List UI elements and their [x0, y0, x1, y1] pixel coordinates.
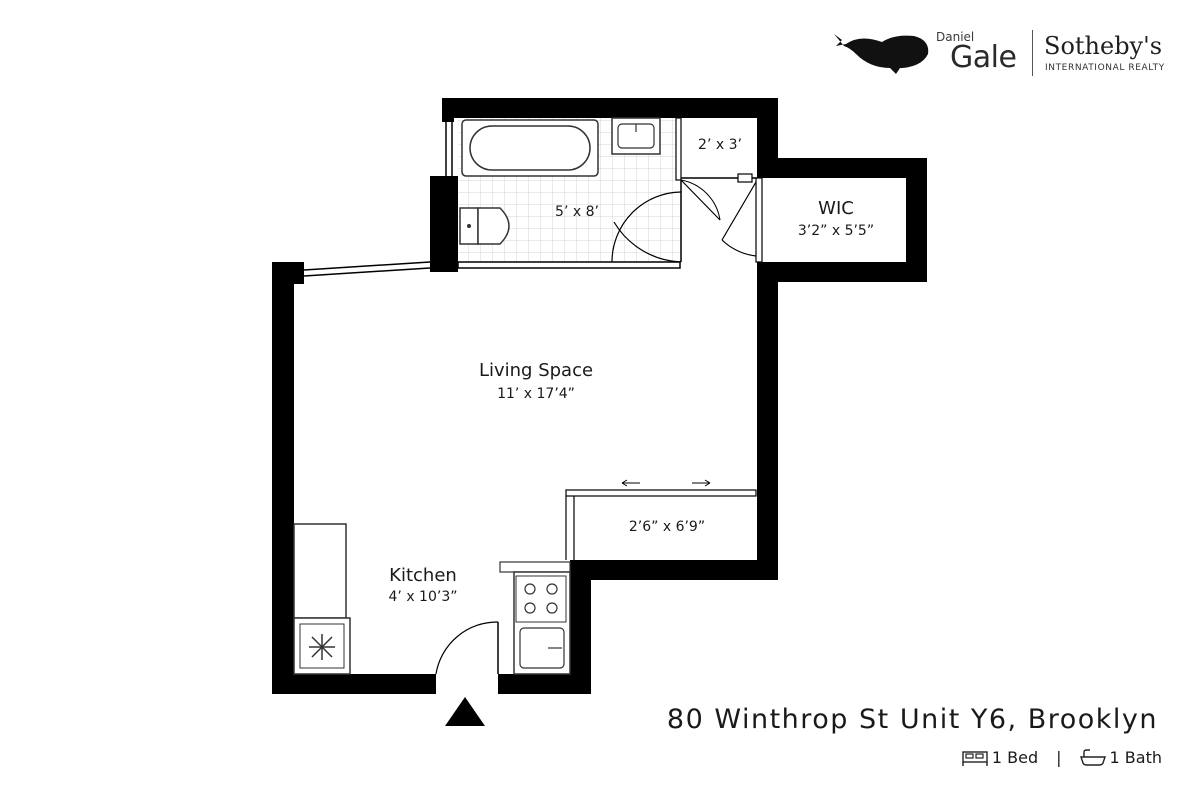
- fan-icon: [309, 634, 335, 660]
- logo-separator: [1032, 30, 1033, 76]
- kitchen-dimensions: 4’ x 10’3”: [389, 589, 458, 605]
- bath-window: [445, 122, 453, 176]
- kitchen-name: Kitchen: [389, 565, 457, 586]
- baths-count: 1 Bath: [1109, 748, 1162, 767]
- closet-door: [680, 173, 753, 221]
- bath-partition: [457, 261, 681, 269]
- wic-door: [721, 177, 763, 263]
- logo-international-realty: INTERNATIONAL REALTY: [1045, 63, 1165, 73]
- bed-icon: [962, 750, 988, 766]
- storage-dimensions: 2’6” x 6’9”: [629, 519, 705, 535]
- whale-icon: [834, 34, 929, 74]
- kitchen-appliances: [499, 561, 571, 675]
- listing-summary: 1 Bed | 1 Bath: [962, 748, 1162, 767]
- entry-door: [435, 621, 499, 675]
- summary-divider: |: [1056, 748, 1062, 767]
- storage-slider: [565, 479, 757, 560]
- brand-logo: Daniel Gale Sotheby's INTERNATIONAL REAL…: [830, 24, 1170, 80]
- toilet: [459, 207, 510, 245]
- beds-count: 1 Bed: [991, 748, 1039, 767]
- bathtub: [461, 119, 599, 177]
- bath-sink: [611, 117, 661, 155]
- walls: [272, 98, 927, 694]
- kitchen-counter: [293, 523, 351, 675]
- window: [303, 261, 431, 277]
- logo-sothebys: Sotheby's: [1044, 32, 1163, 60]
- logo-gale: Gale: [950, 40, 1017, 75]
- bathtub-icon: [1079, 748, 1106, 766]
- closet-dimensions: 2’ x 3’: [698, 137, 742, 153]
- living-dimensions: 11’ x 17’4”: [497, 386, 575, 402]
- bath-door: [611, 180, 682, 263]
- entry-arrow-icon: [445, 697, 485, 726]
- wic-dimensions: 3’2” x 5’5”: [798, 223, 874, 239]
- bath-dimensions: 5’ x 8’: [555, 204, 599, 220]
- listing-address: 80 Winthrop St Unit Y6, Brooklyn: [666, 704, 1158, 735]
- living-name: Living Space: [479, 360, 593, 381]
- wic-name: WIC: [818, 198, 854, 219]
- logo-daniel: Daniel: [936, 30, 975, 44]
- closet-partition: [675, 117, 682, 181]
